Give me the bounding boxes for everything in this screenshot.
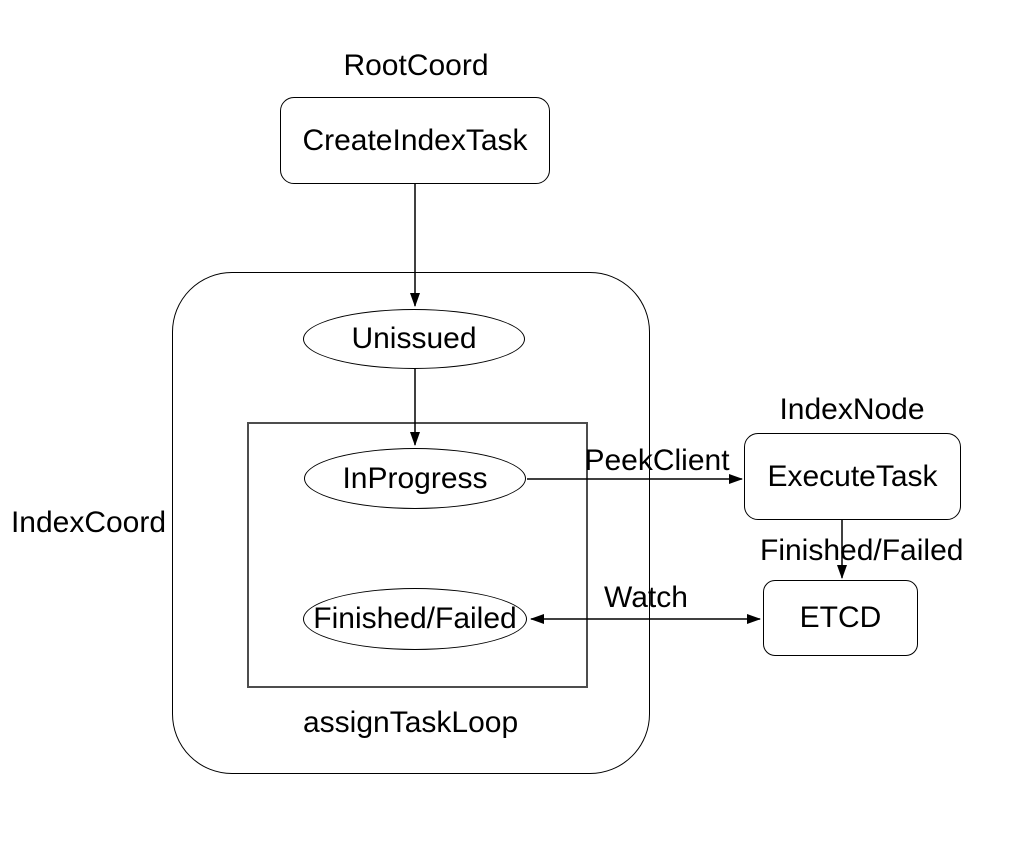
node-etcd-label: ETCD: [799, 601, 882, 634]
state-unissued-label: Unissued: [351, 322, 477, 355]
edge-label-watch: Watch: [604, 581, 688, 614]
node-create-index-task-label: CreateIndexTask: [302, 123, 528, 157]
label-index-node: IndexNode: [779, 393, 925, 426]
assign-task-loop-box: [247, 422, 588, 688]
state-in-progress: InProgress: [304, 448, 526, 509]
state-in-progress-label: InProgress: [342, 461, 488, 495]
edge-label-finished-failed: Finished/Failed: [760, 534, 964, 567]
state-finished-failed: Finished/Failed: [303, 588, 527, 650]
label-root-coord: RootCoord: [343, 49, 489, 82]
node-etcd: ETCD: [763, 580, 918, 656]
index-coord-container: [172, 272, 650, 774]
label-assign-task-loop: assignTaskLoop: [303, 706, 519, 739]
state-finished-failed-label: Finished/Failed: [313, 602, 517, 635]
node-execute-task-label: ExecuteTask: [767, 459, 938, 493]
node-create-index-task: CreateIndexTask: [280, 97, 550, 184]
label-index-coord: IndexCoord: [10, 506, 167, 539]
state-unissued: Unissued: [303, 309, 525, 369]
node-execute-task: ExecuteTask: [744, 433, 961, 520]
edge-label-peek-client: PeekClient: [584, 444, 730, 477]
